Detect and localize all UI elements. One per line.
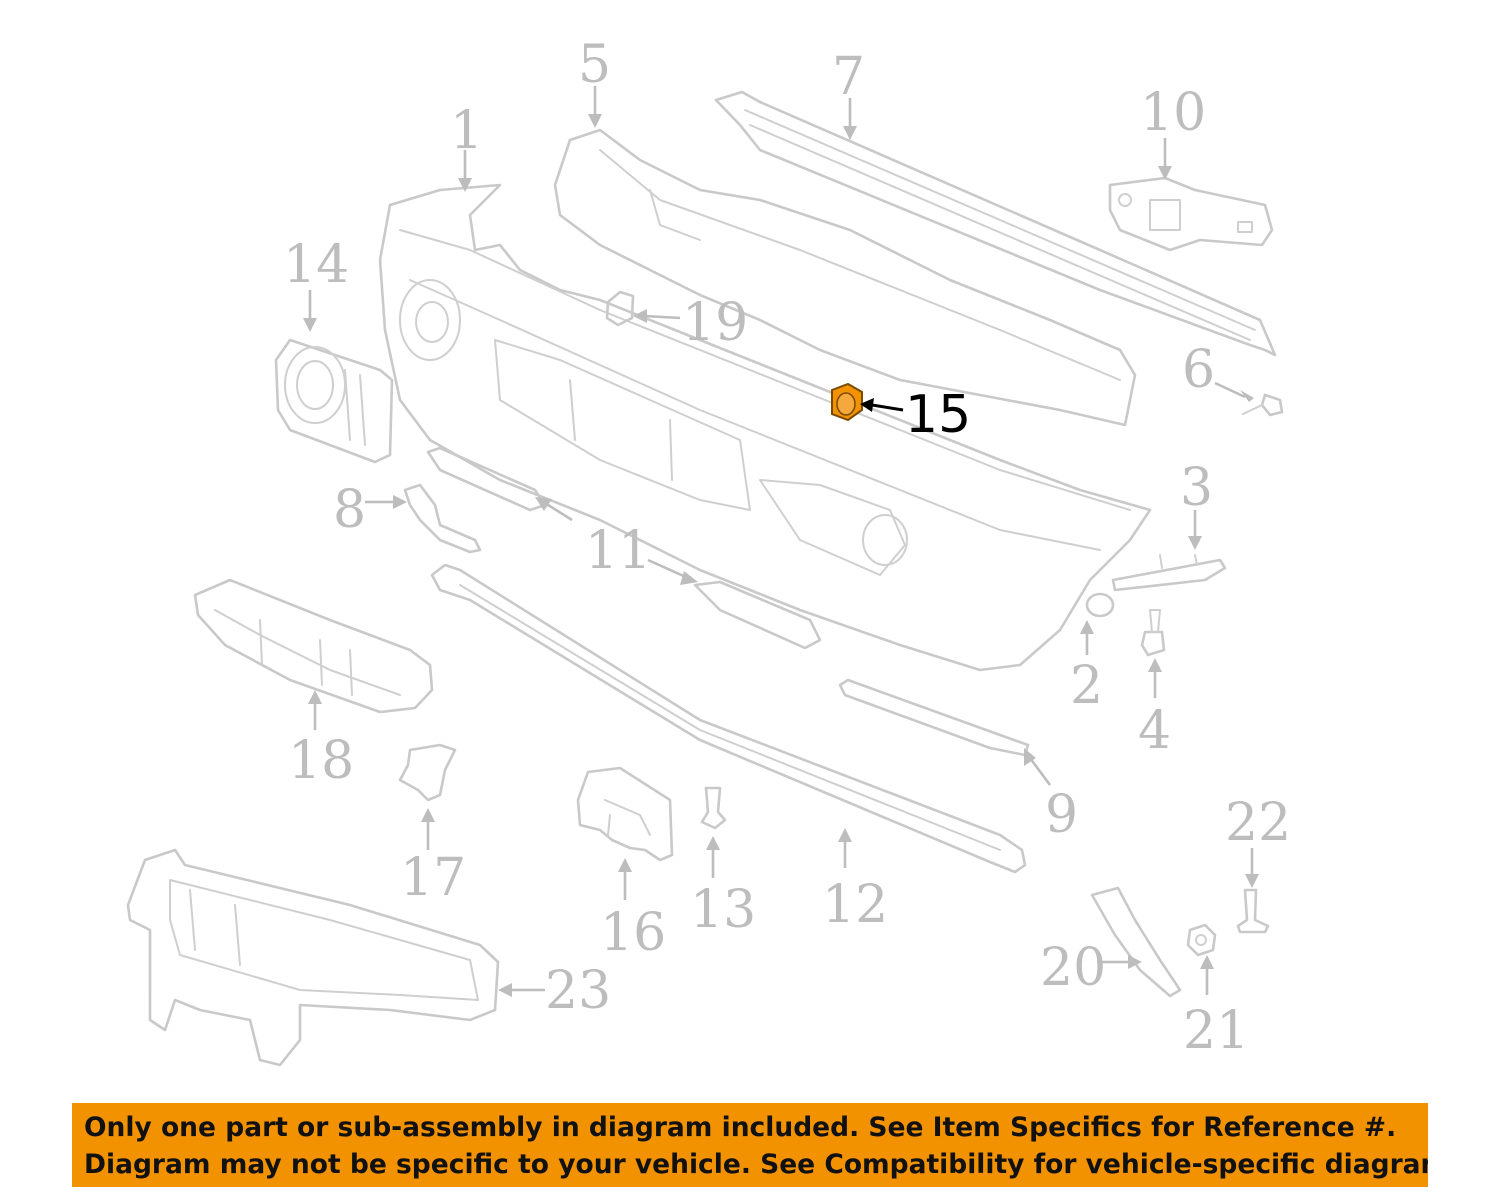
part-20-trim bbox=[1090, 886, 1182, 998]
part-11-lower bbox=[693, 580, 822, 650]
disclaimer-line-1: Only one part or sub-assembly in diagram… bbox=[84, 1112, 1397, 1143]
callout-10: 10 bbox=[1140, 83, 1206, 143]
part-21-nut bbox=[1186, 923, 1217, 957]
part-2-pin bbox=[1085, 592, 1115, 618]
part-5-absorber bbox=[553, 128, 1137, 427]
part-19-clip bbox=[605, 290, 635, 327]
callout-21: 21 bbox=[1183, 1001, 1249, 1061]
part-9-molding bbox=[838, 678, 1030, 757]
callout-2: 2 bbox=[1070, 656, 1103, 716]
leader-lines bbox=[303, 86, 1259, 997]
part-12-lower-bar bbox=[430, 563, 1027, 874]
callout-22: 22 bbox=[1225, 793, 1291, 853]
part-23-grille bbox=[126, 848, 500, 1067]
part-17-clip bbox=[398, 743, 457, 802]
callout-7: 7 bbox=[832, 47, 865, 107]
callout-18: 18 bbox=[288, 731, 354, 791]
callout-19: 19 bbox=[682, 293, 748, 353]
part-15-nut bbox=[831, 382, 863, 422]
callout-13: 13 bbox=[690, 880, 756, 940]
callout-1: 1 bbox=[450, 101, 483, 161]
part-11-upper bbox=[426, 446, 547, 512]
callout-9: 9 bbox=[1045, 785, 1078, 845]
part-1-bumper-cover bbox=[378, 183, 1152, 672]
callout-12: 12 bbox=[822, 875, 888, 935]
callout-14: 14 bbox=[283, 235, 349, 295]
disclaimer-line-2: Diagram may not be specific to your vehi… bbox=[84, 1149, 1428, 1180]
callout-6: 6 bbox=[1182, 340, 1215, 400]
part-3-trim bbox=[1111, 554, 1227, 592]
callout-23: 23 bbox=[545, 961, 611, 1021]
callout-4: 4 bbox=[1138, 701, 1171, 761]
callout-15: 15 bbox=[905, 385, 971, 445]
part-13-bolt bbox=[700, 786, 727, 830]
part-16-bracket bbox=[576, 766, 674, 862]
callout-20: 20 bbox=[1040, 938, 1106, 998]
callout-numbers: 1 5 7 10 14 19 6 15 3 8 11 2 4 18 9 22 1… bbox=[283, 35, 1291, 1061]
callout-11: 11 bbox=[585, 521, 651, 581]
part-6-screw bbox=[1242, 393, 1284, 417]
callout-3: 3 bbox=[1180, 458, 1213, 518]
part-18-grille-insert bbox=[193, 578, 434, 714]
part-10-bracket bbox=[1108, 176, 1274, 252]
callout-17: 17 bbox=[400, 848, 466, 908]
disclaimer-banner: Only one part or sub-assembly in diagram… bbox=[72, 1103, 1428, 1187]
part-4-stud bbox=[1140, 609, 1166, 657]
callout-5: 5 bbox=[578, 35, 611, 95]
callout-16: 16 bbox=[600, 903, 666, 963]
part-8-bracket bbox=[403, 483, 482, 554]
callout-8: 8 bbox=[333, 480, 366, 540]
part-14-fog-bezel bbox=[274, 338, 394, 464]
part-7-reinforcement bbox=[714, 90, 1277, 357]
part-22-screw bbox=[1236, 888, 1270, 934]
